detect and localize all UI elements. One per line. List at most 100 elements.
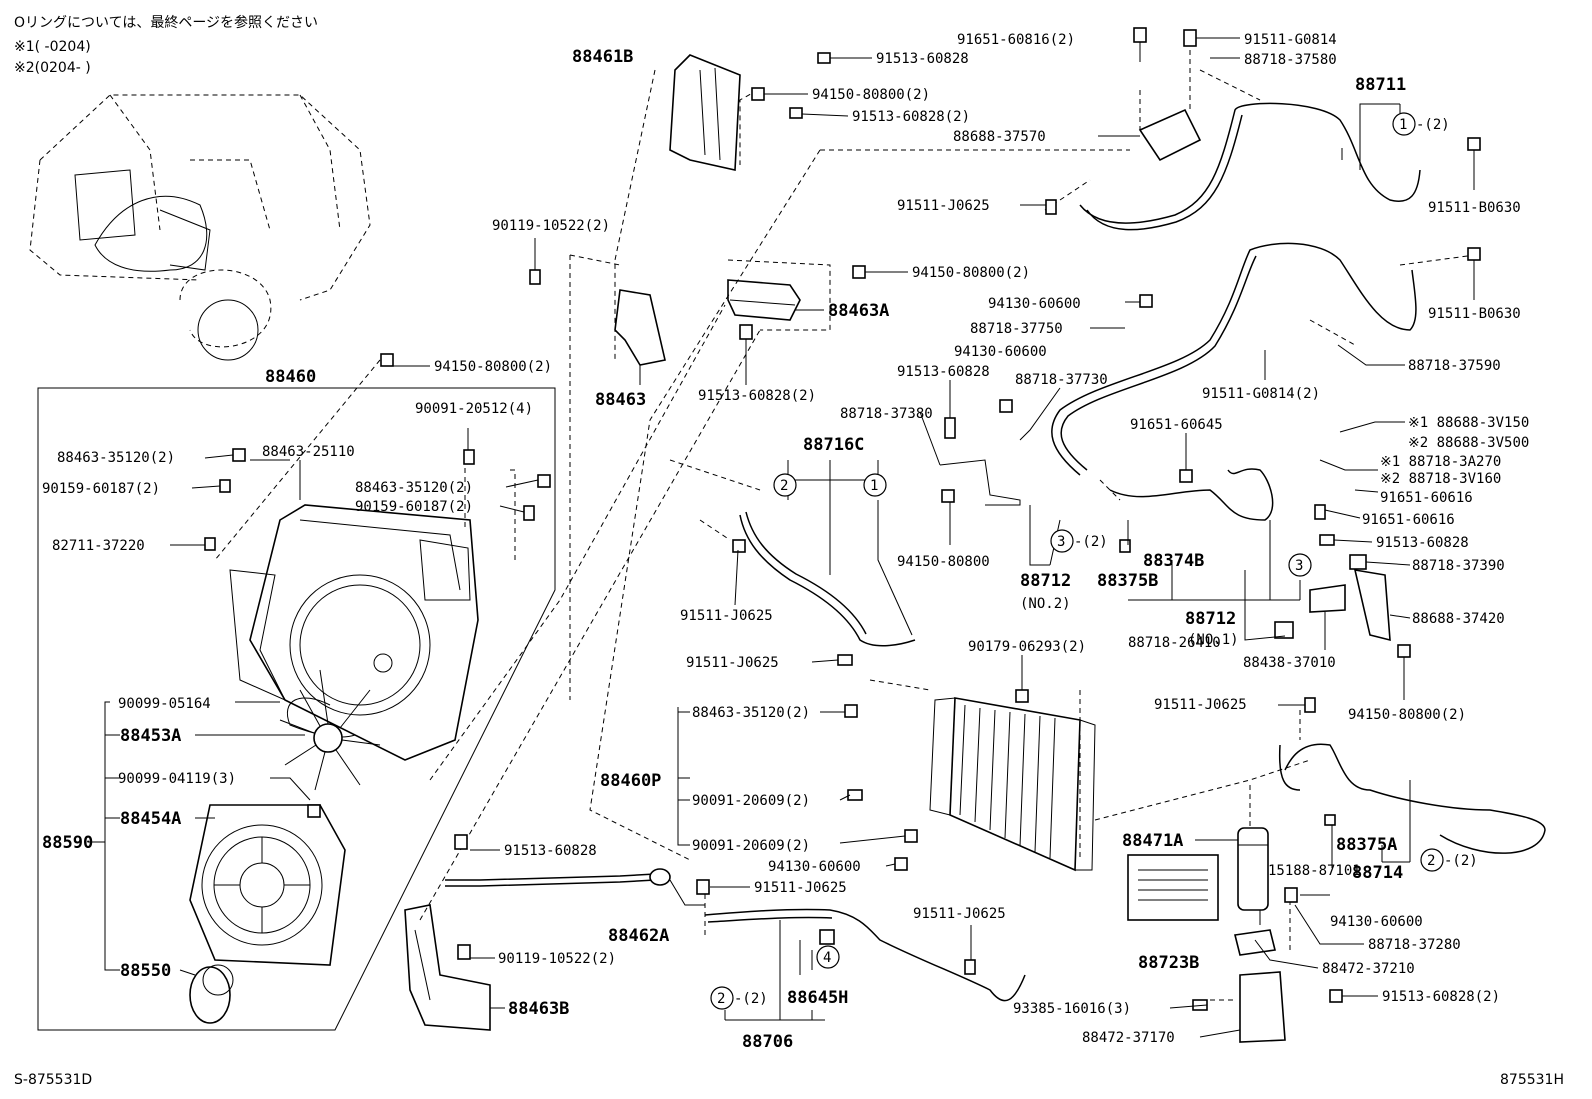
vehicle-sketch xyxy=(29,94,371,361)
svg-text:-(2): -(2) xyxy=(1074,534,1108,550)
pn-label: 15188-87101 xyxy=(1268,863,1361,879)
svg-text:1: 1 xyxy=(1399,117,1407,133)
fan-blade xyxy=(279,669,381,791)
pn-label: ※2 88718-3V160 xyxy=(1380,471,1501,487)
svg-text:-(2): -(2) xyxy=(734,991,768,1007)
part-88375B: 88375B xyxy=(1097,571,1158,591)
pn-label: 91511-B0630 xyxy=(1428,306,1521,322)
pn-label: 94150-80800(2) xyxy=(434,359,552,375)
pn-label: 90159-60187(2) xyxy=(355,499,473,515)
part-88375A: 88375A xyxy=(1336,835,1397,855)
pn-label: 82711-37220 xyxy=(52,538,145,554)
pn-label: 90119-10522(2) xyxy=(492,218,610,234)
ref-circle-716-2 xyxy=(773,473,797,497)
pn-label: 91511-B0630 xyxy=(1428,200,1521,216)
group-88460-label: 88460 xyxy=(265,367,316,387)
pn-label: ※2 88688-3V500 xyxy=(1408,435,1529,451)
pn-label: 91651-60616 xyxy=(1362,512,1455,528)
svg-text:1: 1 xyxy=(870,478,878,494)
fan-motor-shroud xyxy=(189,804,346,966)
pn-label: ※1 88688-3V150 xyxy=(1408,415,1529,431)
pn-label: 94130-60600 xyxy=(988,296,1081,312)
bracket-88688-37420 xyxy=(1309,569,1391,642)
pn-label: 90099-05164 xyxy=(118,696,211,712)
footer-left-code: S-875531D xyxy=(14,1072,92,1088)
pipes xyxy=(445,102,1546,1002)
pn-label: 88718-37280 xyxy=(1368,937,1461,953)
part-88453A: 88453A xyxy=(120,726,181,746)
bracket-88472 xyxy=(1234,929,1286,1043)
group-88714-label: 88714 xyxy=(1352,863,1403,883)
svg-text:3: 3 xyxy=(1057,534,1065,550)
pn-label: 88688-37570 xyxy=(953,129,1046,145)
part-88463B: 88463B xyxy=(508,999,569,1019)
part-88462A: 88462A xyxy=(608,926,669,946)
pn-label: 91511-J0625 xyxy=(1154,697,1247,713)
svg-text:3: 3 xyxy=(1295,558,1303,574)
pn-label: 91511-J0625 xyxy=(754,880,847,896)
pn-label: 90091-20512(4) xyxy=(415,401,533,417)
svg-text:2: 2 xyxy=(1427,853,1435,869)
pn-label: 91511-J0625 xyxy=(686,655,779,671)
pn-label: 90091-20609(2) xyxy=(692,838,810,854)
group-88712-no2-label: 88712 xyxy=(1020,571,1071,591)
pn-label: 94150-80800(2) xyxy=(1348,707,1466,723)
pn-label: 88463-35120(2) xyxy=(692,705,810,721)
pn-label: 91651-60616 xyxy=(1380,490,1473,506)
bracket-88463 xyxy=(614,289,666,366)
pn-label: 88463-35120(2) xyxy=(57,450,175,466)
pn-label: 91513-60828 xyxy=(897,364,990,380)
ref-circle-706-4 xyxy=(816,945,840,969)
pn-label: 91651-60645 xyxy=(1130,417,1223,433)
pn-label: ※1 88718-3A270 xyxy=(1380,454,1501,470)
group-88712-no1-sub: (NO.1) xyxy=(1188,632,1239,648)
pn-label: 94150-80800 xyxy=(897,554,990,570)
ref-circle-712-3 xyxy=(1288,553,1312,577)
pn-label: 88463-35120(2) xyxy=(355,480,473,496)
pn-label: 93385-16016(3) xyxy=(1013,1001,1131,1017)
pn-label: 91651-60816(2) xyxy=(957,32,1075,48)
guide-lines xyxy=(214,50,1476,1001)
pn-label: 91511-J0625 xyxy=(897,198,990,214)
group-88460-frame: 88460 xyxy=(37,367,556,1031)
part-88550: 88550 xyxy=(120,961,171,981)
ref-circle-1 xyxy=(1392,112,1416,136)
ref-circle-714-2 xyxy=(1420,848,1444,872)
part-88374B: 88374B xyxy=(1143,551,1204,571)
bracket-88718-37380 xyxy=(939,459,1021,506)
pn-label: 90159-60187(2) xyxy=(42,481,160,497)
group-labels: 88590 88716C 88711 88712 (NO.2) 88712 (N… xyxy=(42,75,1406,1052)
part-88471A: 88471A xyxy=(1122,831,1183,851)
pn-label: 91511-J0625 xyxy=(913,906,1006,922)
pn-label: 88718-37390 xyxy=(1412,558,1505,574)
pn-label: 94130-60600 xyxy=(1330,914,1423,930)
pn-label: 90179-06293(2) xyxy=(968,639,1086,655)
pn-label: 91513-60828(2) xyxy=(698,388,816,404)
group-88712-no1-label: 88712 xyxy=(1185,609,1236,629)
group-88716C-label: 88716C xyxy=(803,435,864,455)
pn-label: 94130-60600 xyxy=(954,344,1047,360)
svg-text:-(2): -(2) xyxy=(1444,853,1478,869)
pn-label: 88718-37730 xyxy=(1015,372,1108,388)
ref-circle-716-1 xyxy=(863,473,887,497)
receiver-drier-88471A xyxy=(1237,827,1269,911)
part-88461B: 88461B xyxy=(572,47,633,67)
bracket-88688-37570 xyxy=(1138,108,1202,162)
pn-label: 91511-G0814 xyxy=(1244,32,1337,48)
pn-label: 88718-37380 xyxy=(840,406,933,422)
pn-label: 88718-26410 xyxy=(1128,635,1221,651)
group-88711-label: 88711 xyxy=(1355,75,1406,95)
part-number-labels: 91513-60828 94150-80800(2) 91513-60828(2… xyxy=(42,32,1529,1046)
fan-shroud-assembly xyxy=(229,504,479,761)
pn-label: 88688-37420 xyxy=(1412,611,1505,627)
part-88645H: 88645H xyxy=(787,988,848,1008)
pn-label: 90099-04119(3) xyxy=(118,771,236,787)
group-88460P-label: 88460P xyxy=(600,771,661,791)
part-88723B: 88723B xyxy=(1138,953,1199,973)
pn-label: 91511-G0814(2) xyxy=(1202,386,1320,402)
ref-circle-706-2 xyxy=(710,986,734,1010)
svg-text:4: 4 xyxy=(823,950,831,966)
pn-label: 90091-20609(2) xyxy=(692,793,810,809)
bracket-88463A xyxy=(727,279,801,321)
